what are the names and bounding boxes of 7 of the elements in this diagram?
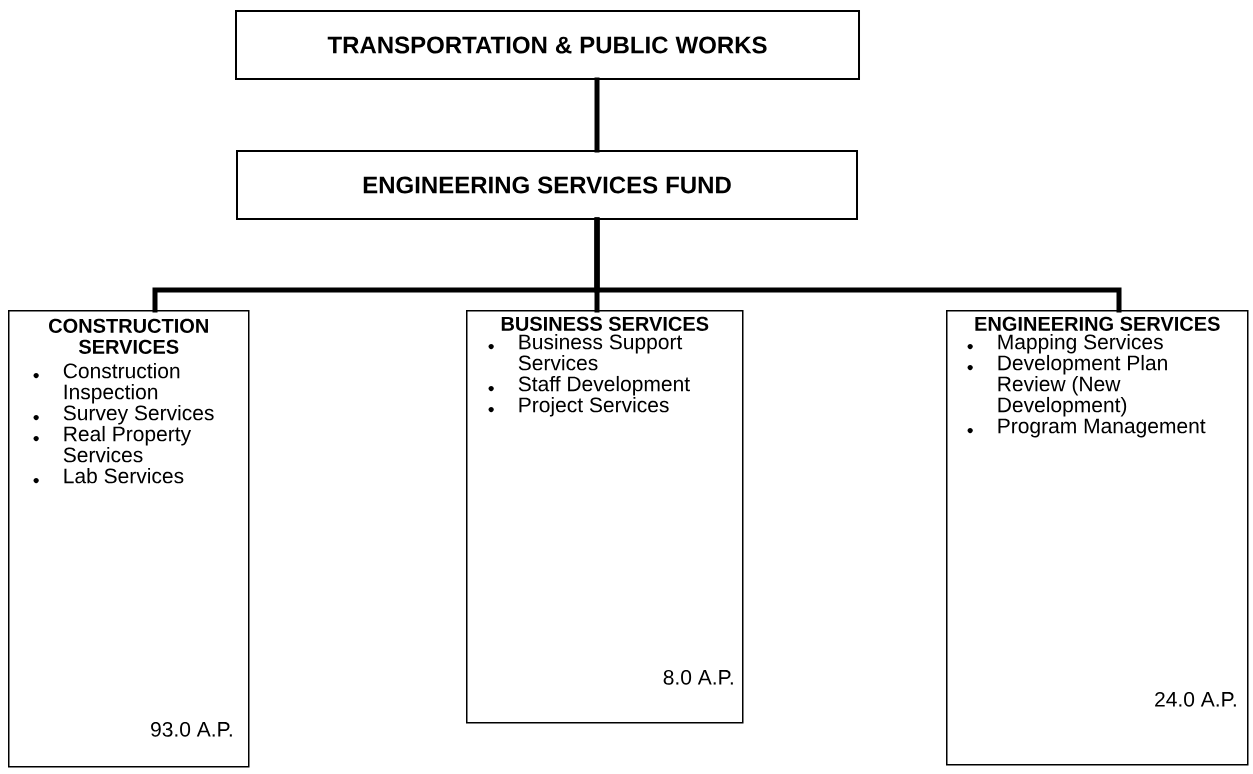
org-box: BUSINESS SERVICES Business Support Services Staff Development Project Services 8.0 A.P. (466, 310, 744, 724)
org-box: TRANSPORTATION & PUBLIC WORKS (235, 10, 860, 80)
org-box: CONSTRUCTION SERVICES Construction Inspection Survey Services Real Property Services Lab Services 93.0 A.P. (8, 310, 250, 768)
org-box: ENGINEERING SERVICES FUND (236, 150, 858, 220)
connector-line (594, 77, 600, 153)
connector-line (594, 217, 1122, 313)
org-box: ENGINEERING SERVICES Mapping Services Development Plan Review (New Development) Program Management 24.0 A.P. (946, 310, 1249, 766)
